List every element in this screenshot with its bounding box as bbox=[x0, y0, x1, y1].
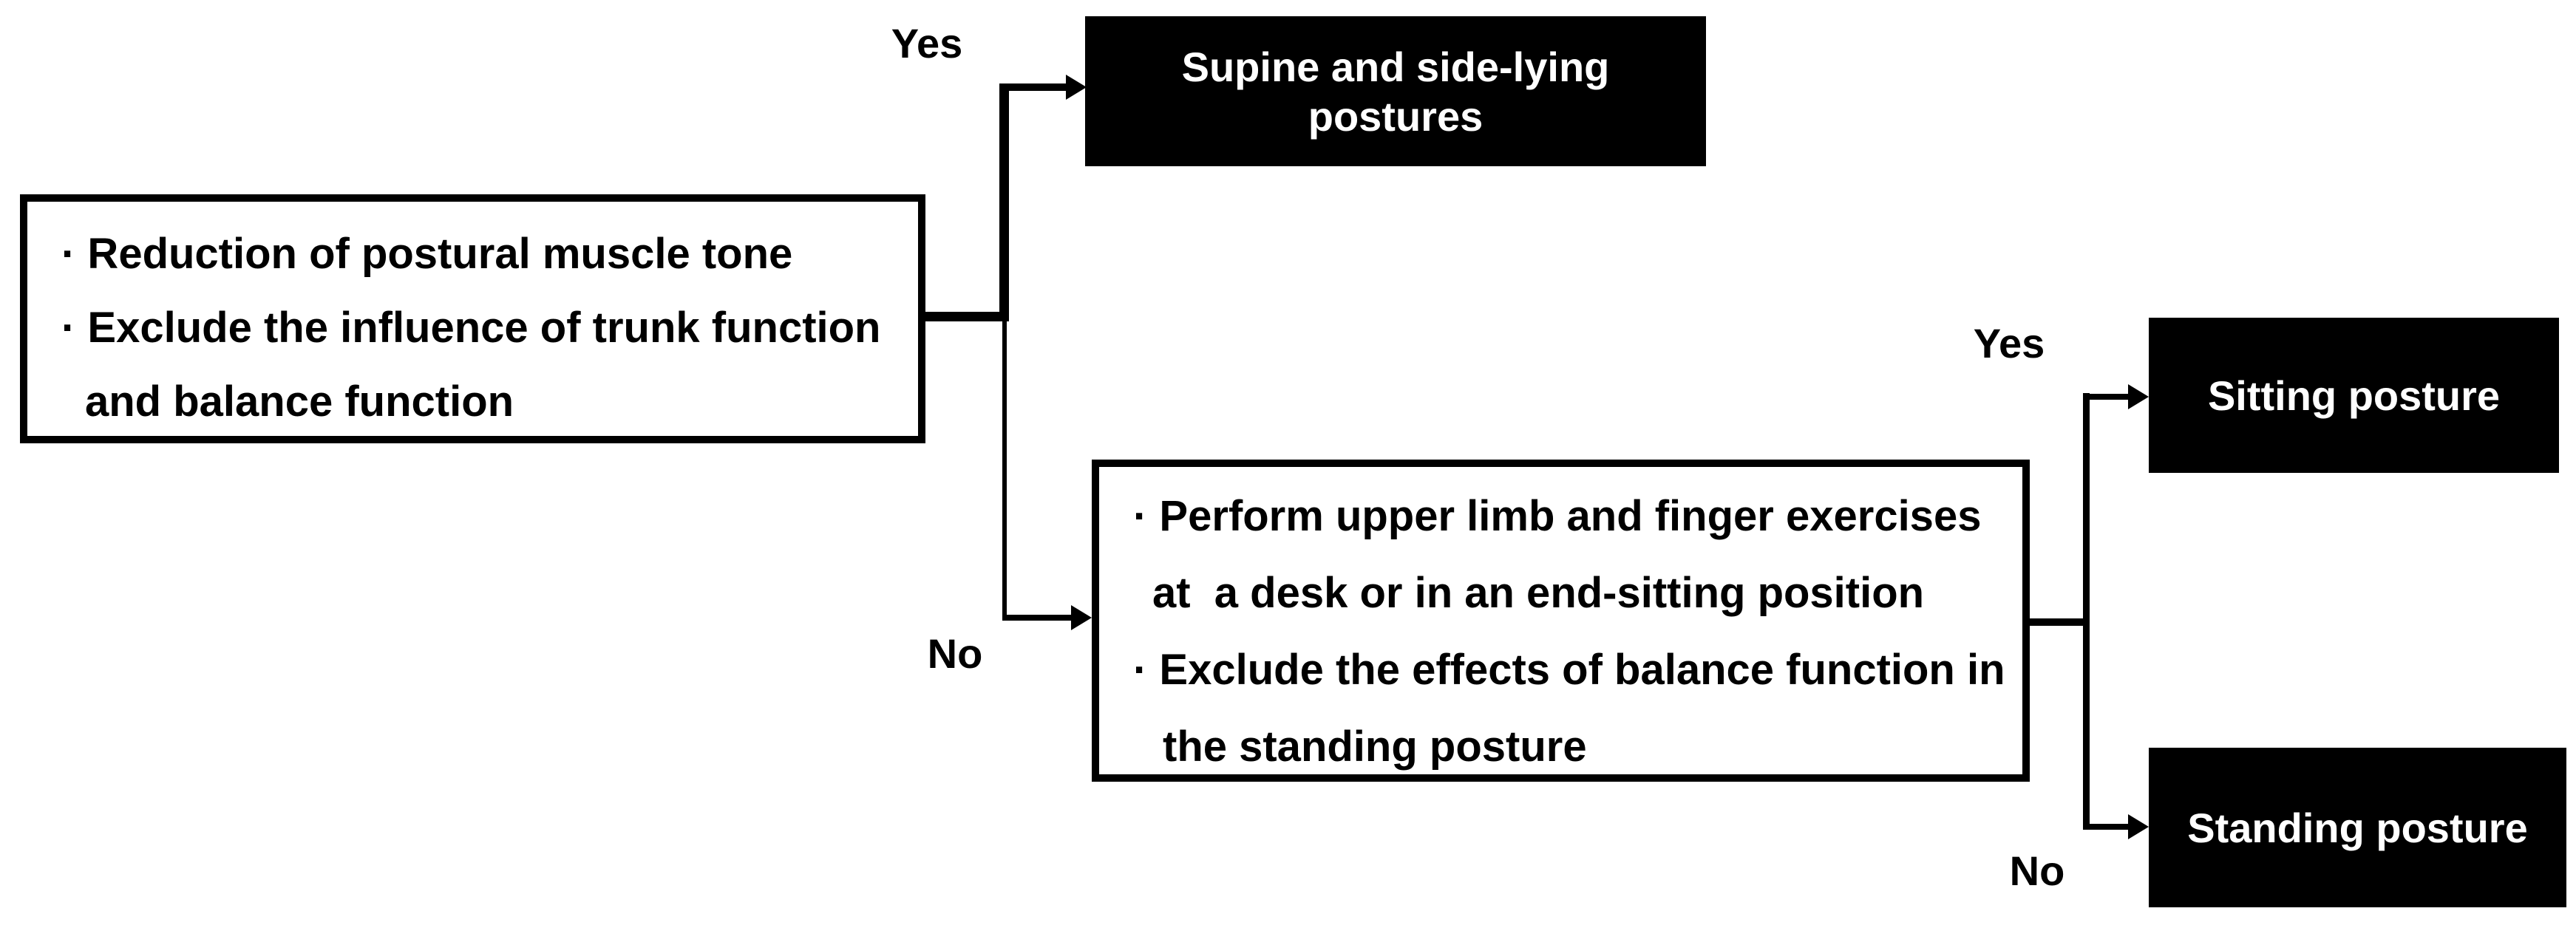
condition2-line-2: at a desk or in an end-sitting position bbox=[1152, 568, 1925, 617]
condition1-line-3: and balance function bbox=[85, 377, 514, 426]
connector-branch2-vertical bbox=[2083, 393, 2090, 830]
arrow-right-icon bbox=[2128, 814, 2149, 839]
result-box-standing: Standing posture bbox=[2149, 748, 2566, 907]
connector-arrow-line-to-condition2 bbox=[1002, 615, 1072, 621]
sitting-label: Sitting posture bbox=[2207, 372, 2501, 419]
branch2-no-label: No bbox=[2009, 847, 2065, 894]
condition-box-muscle-tone: · Reduction of postural muscle tone · Ex… bbox=[20, 194, 925, 443]
condition2-line-3: · Exclude the effects of balance functio… bbox=[1133, 645, 2005, 694]
connector-branch1-vertical-down bbox=[1002, 321, 1007, 621]
condition2-line-1: · Perform upper limb and finger exercise… bbox=[1133, 491, 1982, 540]
branch1-no-label: No bbox=[927, 630, 983, 677]
connector-arrow-line-to-standing bbox=[2083, 824, 2129, 830]
connector-condition1-to-branch bbox=[925, 312, 1009, 321]
supine-line-1: Supine and side-lying bbox=[1181, 43, 1610, 90]
arrow-right-icon bbox=[1071, 605, 1092, 630]
result-box-supine: Supine and side-lying postures bbox=[1085, 16, 1706, 166]
condition1-line-1: · Reduction of postural muscle tone bbox=[61, 229, 793, 278]
result-box-sitting: Sitting posture bbox=[2149, 318, 2559, 473]
branch1-yes-label: Yes bbox=[891, 20, 963, 66]
connector-condition2-to-branch bbox=[2030, 618, 2089, 626]
arrow-right-icon bbox=[2128, 384, 2149, 409]
connector-arrow-line-to-supine bbox=[999, 83, 1067, 91]
branch2-yes-label: Yes bbox=[1973, 320, 2045, 366]
connector-branch1-vertical-up bbox=[999, 83, 1009, 321]
condition1-line-2: · Exclude the influence of trunk functio… bbox=[61, 303, 881, 352]
condition2-line-4: the standing posture bbox=[1163, 722, 1587, 771]
connector-arrow-line-to-sitting bbox=[2083, 394, 2129, 400]
standing-label: Standing posture bbox=[2187, 804, 2528, 851]
supine-line-2: postures bbox=[1308, 92, 1484, 140]
arrow-right-icon bbox=[1066, 75, 1087, 100]
condition-box-upper-limb: · Perform upper limb and finger exercise… bbox=[1092, 460, 2030, 782]
